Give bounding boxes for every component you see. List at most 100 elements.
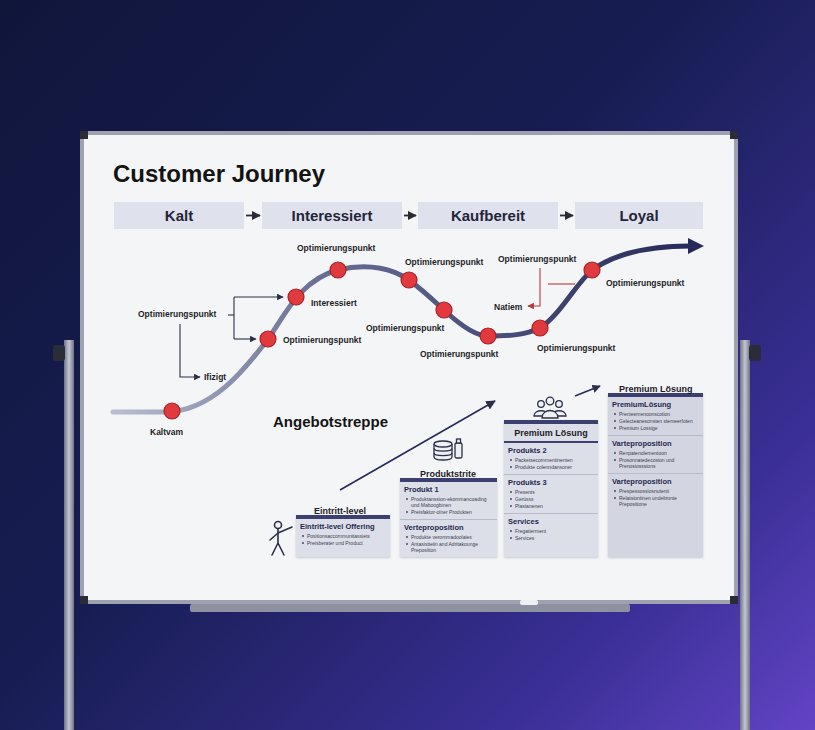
bullet-text: Fregatierment [515, 528, 546, 534]
offer-section: Produkts 2 PacketsecommentinentenProdukte… [504, 443, 598, 475]
bullet-row: Positionsaccommunitassiets [302, 533, 386, 539]
bullet-dot [614, 490, 616, 492]
curve-label: Interessiert [311, 298, 357, 308]
bullet-dot [510, 530, 512, 532]
bullet-row: Relatsiontinen undeltronie Prepositione [614, 495, 699, 507]
bullet-text: Services [515, 535, 534, 541]
stage-band: Kalt [114, 202, 244, 229]
bullet-row: Produktanssion-ekommancoading und Maboog… [406, 496, 493, 508]
curve-label: Natiem [494, 302, 522, 312]
section-heading: Services [508, 517, 594, 526]
offer-section: Eintritt-level OfferingPositionsaccommun… [296, 519, 390, 550]
bullet-row: Prosonnatedecosion und Prenosiosssions [614, 457, 699, 469]
bullet-row: Fregatierment [510, 528, 594, 534]
bullet-dot [302, 535, 304, 537]
section-heading: Produkts 3 [508, 478, 594, 487]
curve-label: Optimierungspunkt [420, 349, 498, 359]
bullet-dot [406, 543, 408, 545]
bullet-dot [302, 542, 304, 544]
section-heading: Produkt 1 [404, 485, 493, 494]
bullet-row: Antasistieiin and Adritakounge Prepositi… [406, 541, 493, 553]
bullet-row: Premium Lossige [614, 425, 699, 431]
offer-section: ServicesFregatiermentServices [504, 514, 598, 545]
curve-label: Optimierungspunkt [297, 243, 375, 253]
bullet-dot [614, 427, 616, 429]
curve-label: Optimierungspunkt [366, 323, 444, 333]
stage-name: Loyal [619, 207, 658, 224]
bullet-dot [510, 466, 512, 468]
section-label: Angebotstreppe [273, 413, 388, 430]
curve-label: Ifizigt [204, 372, 226, 382]
bullet-row: Preisfaktor-olner Produkten [406, 509, 493, 515]
bullet-text: Packetsecommentinenten [515, 457, 573, 463]
curve-label: Optimierungspunkt [283, 335, 361, 345]
bullet-row: Gelecteanesonsten stemeerfoten [614, 418, 699, 424]
bullet-dot [510, 505, 512, 507]
bullet-dot [406, 536, 408, 538]
bullet-dot [510, 537, 512, 539]
bullet-text: Premium Lossige [619, 425, 658, 431]
offer-box: Eintritt-levelEintritt-level OfferingPos… [296, 515, 390, 557]
bullet-row: Prespessossiosnutenti [614, 488, 699, 494]
bullet-row: Services [510, 535, 594, 541]
stage-name: Kaufbereit [451, 207, 525, 224]
bullet-dot [614, 452, 616, 454]
stage-arrow [404, 215, 416, 217]
curve-label: Optimierungspunkt [606, 278, 684, 288]
stage-arrow [246, 215, 260, 217]
bullet-row: Plastanenen [510, 503, 594, 509]
section-heading: Varteproposition [612, 439, 699, 448]
bullet-row: Gerüsss [510, 496, 594, 502]
stage-band: Kaufbereit [418, 202, 558, 229]
bullet-row: Preisberater und Product [302, 540, 386, 546]
curve-label: Kaltvam [150, 427, 183, 437]
offer-section: VartepropositionPrespessossiosnutentiRel… [608, 474, 703, 511]
section-heading: Produkts 2 [508, 446, 594, 455]
section-heading: Eintritt-level Offering [300, 522, 386, 531]
bullet-dot [614, 497, 616, 499]
bullet-row: Renpatenolementoon [614, 450, 699, 456]
bullet-text: Produktanssion-ekommancoading und Maboog… [411, 496, 493, 508]
curve-label: Optimierungspunkt [138, 309, 216, 319]
bullet-dot [510, 491, 512, 493]
bullet-text: Produkte verommadoolaies [411, 534, 472, 540]
bullet-row: Produkte colenndansoner [510, 464, 594, 470]
bullet-dot [406, 498, 408, 500]
bullet-row: Presents [510, 489, 594, 495]
bullet-dot [614, 420, 616, 422]
offer-section: Produkt 1 Produktanssion-ekommancoading u… [400, 482, 497, 520]
offer-box: Premium LösungPremiumLösungPrenieemenoon… [608, 393, 703, 557]
bullet-text: Produkte colenndansoner [515, 464, 572, 470]
bullet-dot [510, 459, 512, 461]
bullet-text: Preisberater und Product [307, 540, 363, 546]
bullet-text: Renpatenolementoon [619, 450, 667, 456]
offer-box: ProduktstriteProdukt 1Produktanssion-eko… [400, 478, 497, 557]
bullet-dot [406, 511, 408, 513]
offer-heading: Premium Lösung [504, 424, 598, 443]
bullet-text: Preisfaktor-olner Produkten [411, 509, 472, 515]
stage-band: Loyal [575, 202, 703, 229]
bullet-dot [614, 459, 616, 461]
bullet-text: Prenieemenoonscotion [619, 411, 670, 417]
offer-heading: Eintritt-level [314, 506, 366, 516]
offer-section: PremiumLösungPrenieemenoonscotionGelecte… [608, 397, 703, 436]
bullet-dot [510, 498, 512, 500]
bullet-text: Plastanenen [515, 503, 543, 509]
section-heading: Verteproposition [404, 523, 493, 532]
stage-band: Interessiert [262, 202, 402, 229]
bullet-text: Gerüsss [515, 496, 534, 502]
stage-name: Interessiert [292, 207, 373, 224]
offer-heading: Produktstrite [420, 469, 476, 479]
curve-label: Optimierungspunkt [405, 257, 483, 267]
bullet-text: Prosonnatedecosion und Prenosiosssions [619, 457, 699, 469]
bullet-dot [614, 413, 616, 415]
section-heading: PremiumLösung [612, 400, 699, 409]
bullet-text: Presents [515, 489, 535, 495]
bullet-row: Prenieemenoonscotion [614, 411, 699, 417]
curve-label: Optimierungspunkt [498, 254, 576, 264]
bullet-text: Gelecteanesonsten stemeerfoten [619, 418, 693, 424]
bullet-text: Relatsiontinen undeltronie Prepositione [619, 495, 699, 507]
